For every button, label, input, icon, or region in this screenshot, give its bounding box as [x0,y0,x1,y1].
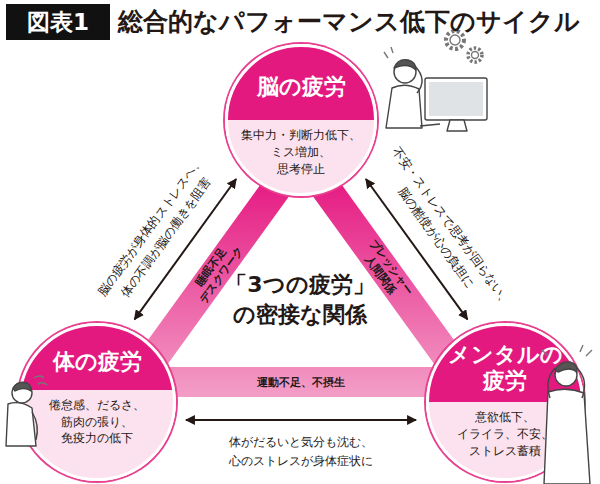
tired-head [12,383,32,403]
effect-label: 体がだるいと気分も沈む、 心のストレスが身体症状に [186,433,416,470]
figure-title: 総合的なパフォーマンス低下のサイクル [118,4,580,40]
figure-number: 図表1 [6,4,110,40]
stressed-body [544,389,590,484]
circle-heading: メンタルの 疲労 [429,326,581,402]
stress-marks [384,47,393,58]
stress-marks [542,345,592,356]
circle-body: 意欲低下、 イライラ、不安、 ストレス蓄積 [429,402,581,478]
stressed-person [542,345,592,484]
worker-hair [394,60,416,70]
worker-body [386,85,422,128]
fatigue-circle: メンタルの 疲労意欲低下、 イライラ、不安、 ストレス蓄積 [426,323,584,481]
effect-label: 不安・ストレスで思考が回らない、 脳の酷使が心の負担に [361,128,526,336]
stressed-arms [548,368,585,398]
stressed-head [555,364,577,386]
cause-label: 運動不足、不摂生 [221,376,381,389]
fatigue-circle: 体の疲労倦怠感、だるさ、 筋肉の張り、 免疫力の低下 [18,323,176,481]
tired-hair [13,382,31,391]
gear [468,48,482,62]
tired-arm [32,412,37,440]
circle-body: 集中力・判断力低下、 ミス増加、 思考停止 [228,120,374,193]
tired-person [6,376,47,446]
circle-heading: 体の疲労 [21,326,173,390]
band-connector [168,367,434,397]
monitor-stand [447,120,467,131]
worker-arm-desk [420,124,440,126]
office-worker [384,31,487,131]
worker-arm [415,66,422,93]
gear-hub [472,52,479,59]
gear-hub [450,35,460,45]
circle-body: 倦怠感、だるさ、 筋肉の張り、 免疫力の低下 [21,390,173,478]
effect-label: 脳の疲労が身体的ストレスへ、 体の不調が脳の働きを阻害 [76,128,241,336]
tired-body [6,403,36,446]
monitor [425,78,487,120]
double-arrow [186,419,416,421]
worker-head [394,61,416,83]
circle-heading: 脳の疲労 [228,47,374,120]
tired-marks [34,376,47,385]
stressed-hair [555,362,577,372]
fatigue-circle: 脳の疲労集中力・判断力低下、 ミス増加、 思考停止 [225,44,377,196]
monitor-screen [429,82,483,116]
